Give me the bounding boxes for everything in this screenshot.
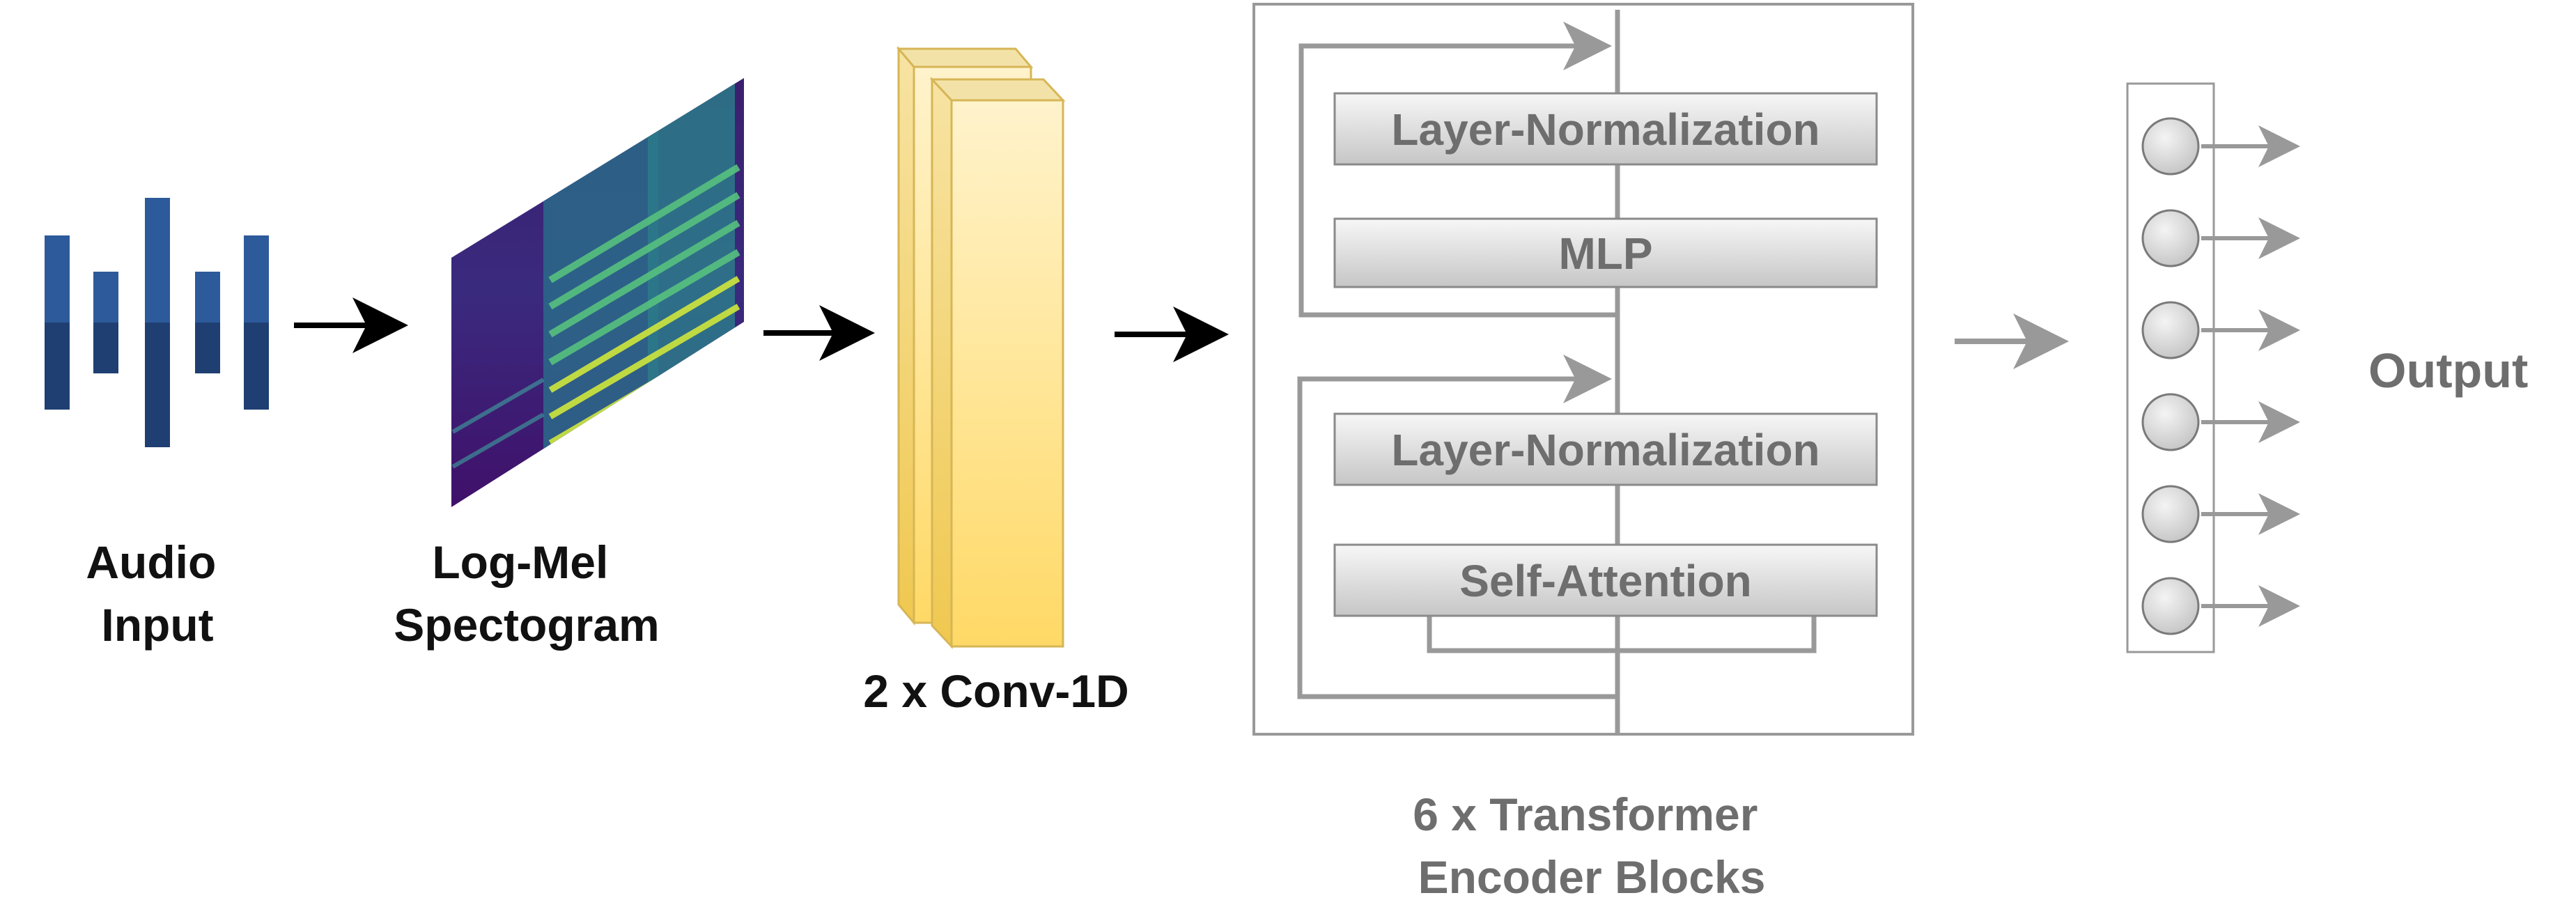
self-attention-label: Self-Attention [1459, 556, 1752, 606]
output-node [2141, 301, 2200, 359]
transformer-encoder-block: Layer-Normalization MLP Layer-Normalizat… [1252, 3, 1914, 736]
output-node [2141, 485, 2200, 543]
layer-norm-block-1: Layer-Normalization [1333, 92, 1878, 166]
log-mel-label: Log-Mel Spectogram [394, 536, 659, 651]
transformer-label: 6 x Transformer Encoder Blocks [1413, 789, 1771, 903]
mlp-label: MLP [1558, 228, 1652, 279]
output-node [2141, 117, 2200, 176]
output-node [2141, 209, 2200, 267]
conv-block-front [929, 77, 1066, 649]
spectrogram-image [451, 78, 744, 507]
output-label: Output [2368, 343, 2528, 398]
layer-norm-block-2: Layer-Normalization [1333, 412, 1878, 486]
layer-norm-label-2: Layer-Normalization [1391, 425, 1820, 475]
audio-input-label: Audio Input [86, 536, 228, 651]
waveform-icon [45, 198, 269, 447]
layer-norm-label-1: Layer-Normalization [1391, 104, 1820, 155]
output-node [2141, 393, 2200, 451]
mlp-block: MLP [1333, 217, 1878, 288]
conv-label: 2 x Conv-1D [863, 665, 1128, 717]
self-attention-block: Self-Attention [1333, 543, 1878, 617]
output-node [2141, 577, 2200, 635]
output-layer [2126, 82, 2300, 653]
